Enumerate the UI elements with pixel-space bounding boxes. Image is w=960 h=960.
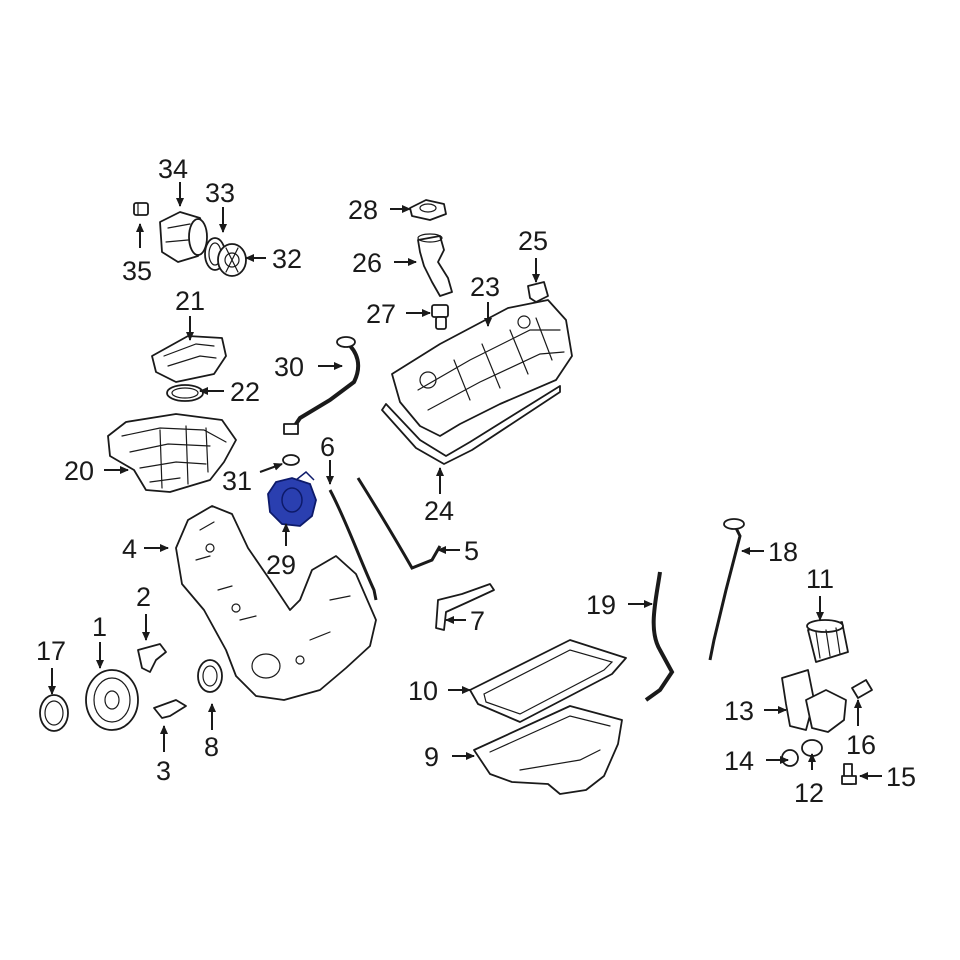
callout-29: 29 — [266, 550, 296, 580]
callout-17: 17 — [36, 636, 66, 666]
callout-10: 10 — [408, 676, 438, 706]
part-sensor-3[interactable] — [153, 699, 187, 719]
callout-18: 18 — [768, 537, 798, 567]
part-oil-filler-cap[interactable] — [409, 199, 447, 221]
part-thermostat-housing[interactable] — [159, 211, 208, 263]
callout-35: 35 — [122, 256, 152, 286]
part-dipstick[interactable] — [708, 518, 745, 661]
part-bracket-7[interactable] — [435, 583, 495, 631]
part-filter-adapter-bracket[interactable] — [781, 669, 815, 731]
callout-4: 4 — [122, 534, 137, 564]
part-dipstick-tube[interactable] — [283, 336, 361, 435]
callout-15: 15 — [886, 762, 916, 792]
callout-9: 9 — [424, 742, 439, 772]
highlighted-part-shape[interactable] — [267, 477, 317, 527]
callout-7: 7 — [470, 606, 485, 636]
part-water-pump-highlighted[interactable] — [267, 470, 317, 527]
part-o-ring-31[interactable] — [282, 454, 300, 466]
part-valve-cover-gasket[interactable] — [381, 385, 561, 465]
part-oil-pressure-sensor[interactable] — [851, 679, 873, 699]
part-oil-filter[interactable] — [806, 619, 849, 663]
part-cover-gasket[interactable] — [166, 384, 204, 402]
part-chain-tensioner-arm[interactable] — [356, 477, 442, 570]
callout-12: 12 — [794, 778, 824, 808]
callout-20: 20 — [64, 456, 94, 486]
callout-5: 5 — [464, 536, 479, 566]
part-bolt-15[interactable] — [841, 763, 857, 785]
callout-11: 11 — [806, 564, 834, 594]
callout-26: 26 — [352, 248, 382, 278]
callout-19: 19 — [586, 590, 616, 620]
callout-34: 34 — [158, 154, 188, 184]
callout-6: 6 — [320, 432, 335, 462]
callout-14: 14 — [724, 746, 754, 776]
part-engine-cover[interactable] — [151, 335, 227, 383]
callout-30: 30 — [274, 352, 304, 382]
part-pcv-fitting[interactable] — [431, 304, 449, 330]
callout-3: 3 — [156, 756, 171, 786]
part-oil-pan-gasket[interactable] — [469, 639, 627, 723]
part-sensor-2[interactable] — [137, 643, 167, 673]
callout-33: 33 — [205, 178, 235, 208]
callout-labels: 34 33 32 35 21 22 20 28 26 27 25 23 24 3… — [36, 154, 916, 808]
callout-27: 27 — [366, 299, 396, 329]
callout-2: 2 — [136, 582, 151, 612]
callout-21: 21 — [175, 286, 205, 316]
callout-8: 8 — [204, 732, 219, 762]
callout-31: 31 — [222, 466, 252, 496]
part-oil-pickup-tube[interactable] — [644, 571, 675, 702]
part-seal-8[interactable] — [197, 659, 223, 693]
part-thermostat[interactable] — [217, 243, 247, 277]
part-crank-pulley[interactable] — [85, 669, 139, 731]
part-valve-cover[interactable] — [391, 299, 573, 437]
callout-24: 24 — [424, 496, 454, 526]
part-grommet-25[interactable] — [527, 281, 549, 303]
callout-13: 13 — [724, 696, 754, 726]
callout-16: 16 — [846, 730, 876, 760]
part-timing-cover[interactable] — [175, 505, 377, 701]
callout-1: 1 — [92, 612, 107, 642]
part-filter-adapter[interactable] — [801, 689, 847, 757]
part-seal-17[interactable] — [39, 694, 69, 732]
callout-pointers — [48, 182, 882, 780]
callout-28: 28 — [348, 195, 378, 225]
callout-25: 25 — [518, 226, 548, 256]
part-oil-filler-tube[interactable] — [417, 233, 453, 297]
part-plug-14[interactable] — [781, 749, 799, 767]
callout-22: 22 — [230, 377, 260, 407]
callout-23: 23 — [470, 272, 500, 302]
part-chain-guide[interactable] — [328, 489, 378, 601]
part-oil-pan[interactable] — [473, 705, 623, 795]
callout-32: 32 — [272, 244, 302, 274]
part-bolt-35[interactable] — [133, 202, 149, 216]
part-intake-manifold[interactable] — [107, 413, 237, 493]
